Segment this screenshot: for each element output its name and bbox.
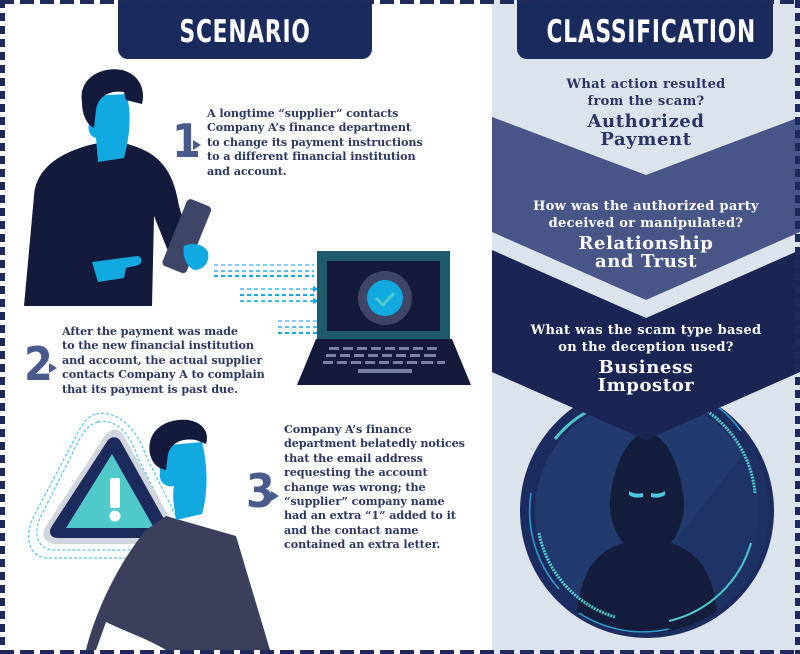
- checkmark-circle-icon: [367, 280, 403, 316]
- frame-border-bottom: [0, 650, 800, 654]
- exclamation-icon: [110, 478, 120, 508]
- step-3-text: Company A’s finance department belatedly…: [284, 422, 465, 552]
- chevron-2: [492, 117, 800, 300]
- frame-border-left: [0, 0, 5, 654]
- step-number-3: 3: [246, 464, 275, 518]
- answer-text: Authorized Payment: [587, 111, 705, 150]
- question-text: How was the authorized party deceived or…: [533, 199, 759, 231]
- warning-person-illustration: [28, 412, 270, 650]
- step-number-2: 2: [24, 337, 53, 391]
- answer-text: Relationship and Trust: [578, 233, 714, 272]
- person-with-tablet-illustration: [24, 69, 212, 306]
- chevron-overlay: [492, 372, 800, 440]
- frame-border-right: [795, 0, 800, 654]
- classification-header: CLASSIFICATION: [517, 0, 773, 59]
- step-arrow-icon: [49, 363, 57, 373]
- question-text: What was the scam type based on the dece…: [530, 323, 762, 355]
- classification-item-3: What was the scam type based on the dece…: [492, 322, 800, 395]
- step-1-text: A longtime “supplier” contacts Company A…: [207, 106, 423, 178]
- frame-border-top: [0, 0, 800, 4]
- classification-item-2: How was the authorized party deceived or…: [492, 198, 800, 271]
- step-arrow-icon: [271, 491, 279, 501]
- hooded-hacker-illustration: [520, 384, 774, 638]
- answer-text: Business Impostor: [597, 357, 695, 396]
- classification-panel: What action resulted from the scam? Auth…: [492, 0, 800, 654]
- laptop-illustration: [297, 251, 471, 385]
- step-arrow-icon: [193, 140, 201, 150]
- scenario-header: SCENARIO: [118, 0, 372, 59]
- classification-item-1: What action resulted from the scam? Auth…: [492, 76, 800, 149]
- hood-silhouette: [577, 433, 717, 633]
- question-text: What action resulted from the scam?: [566, 77, 726, 109]
- step-2-text: After the payment was made to the new fi…: [62, 324, 265, 396]
